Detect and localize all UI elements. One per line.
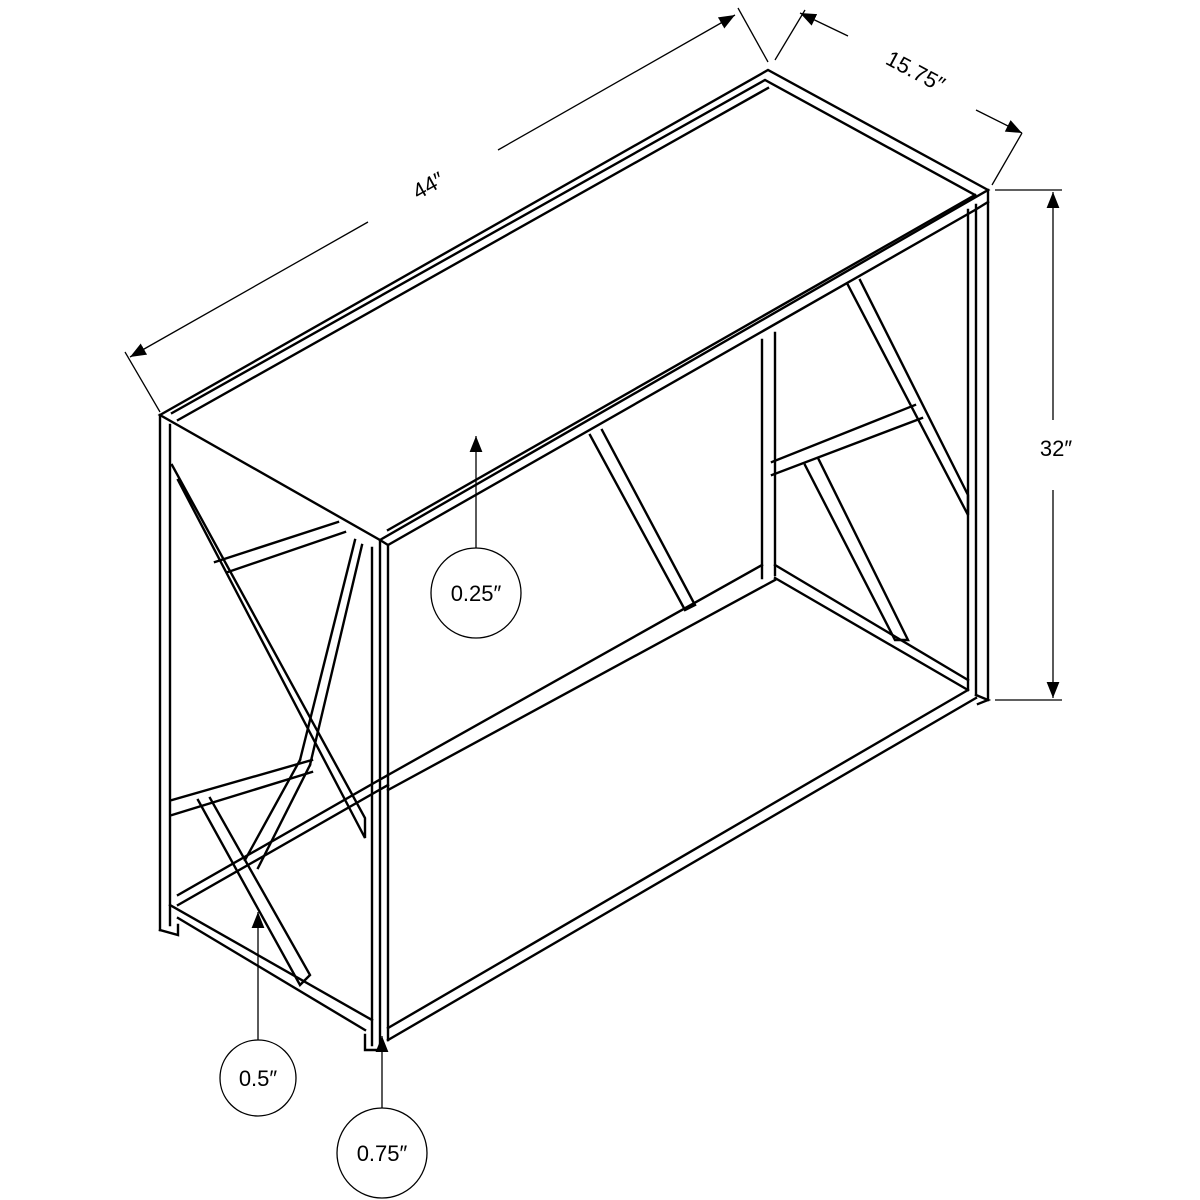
- dimension-lines: [124, 7, 1062, 1108]
- depth-label: 15.75″: [882, 46, 949, 98]
- callout-leaders: [251, 436, 483, 1108]
- right-side-lattice: [770, 278, 970, 642]
- length-label: 44″: [408, 167, 449, 205]
- back-center-leg: [760, 331, 777, 580]
- back-diagonal-strut: [588, 428, 697, 612]
- table-frame: [157, 68, 992, 1052]
- depth-dimension: [774, 9, 1023, 186]
- callout-tube-small-label: 0.5″: [239, 1066, 278, 1091]
- front-left-leg: [158, 413, 180, 937]
- callout-tube-large-label: 0.75″: [357, 1141, 408, 1166]
- tabletop: [157, 68, 991, 547]
- left-bottom-rail: [168, 773, 390, 1032]
- height-label: 32″: [1040, 436, 1072, 461]
- callout-top-thickness: 0.25″: [430, 547, 522, 639]
- front-right-leg: [363, 538, 390, 1052]
- length-dimension: [124, 7, 769, 413]
- callout-top-thickness-label: 0.25″: [451, 581, 502, 606]
- callout-tube-large: 0.75″: [336, 1107, 428, 1199]
- back-right-leg: [966, 188, 992, 706]
- back-bottom-rail: [386, 563, 970, 792]
- left-side-lattice: [170, 463, 367, 987]
- callout-tube-small: 0.5″: [219, 1039, 297, 1117]
- front-bottom-rail: [386, 688, 978, 1042]
- height-dimension: [995, 189, 1062, 701]
